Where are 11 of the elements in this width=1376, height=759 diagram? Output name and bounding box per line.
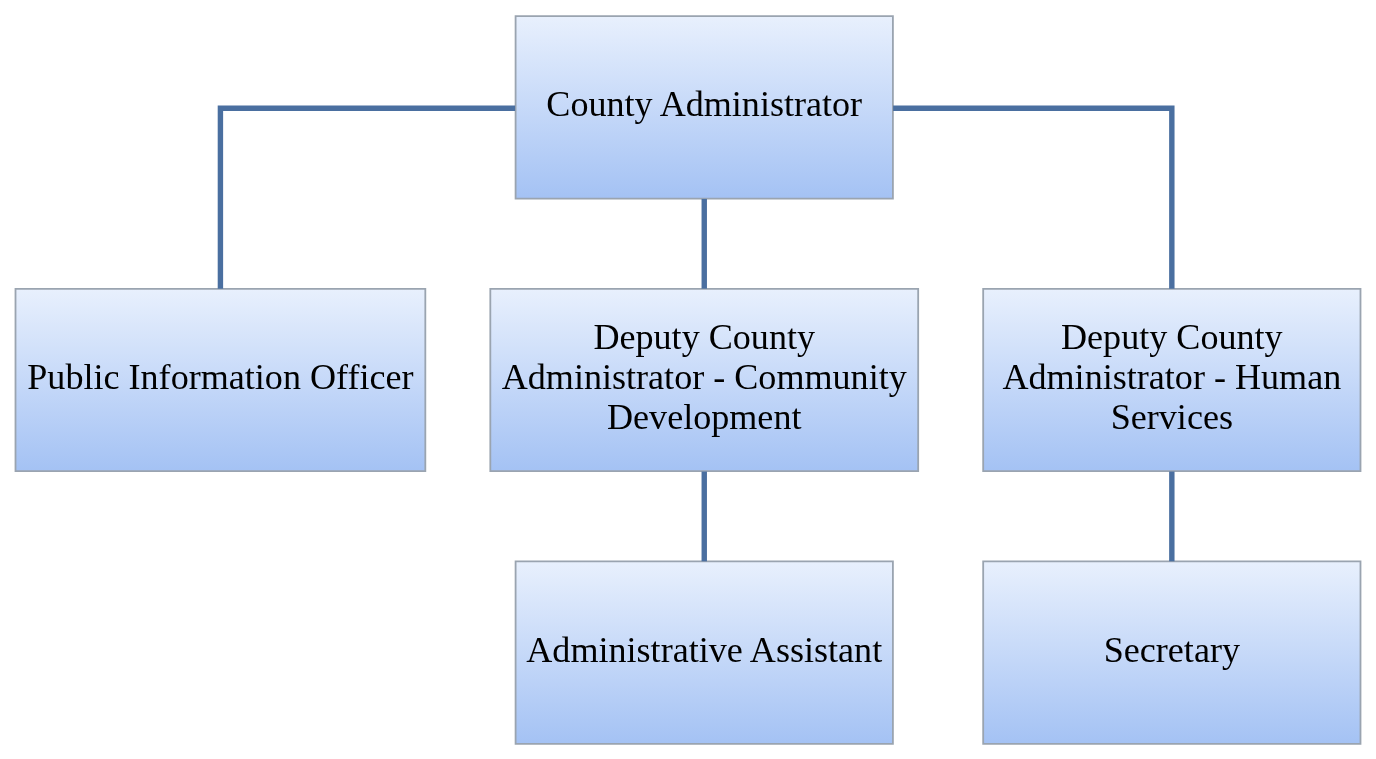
node-box: Deputy County Administrator - Human Services — [982, 287, 1362, 472]
connector — [893, 105, 1175, 289]
connector — [217, 105, 516, 289]
node-box: Secretary — [982, 560, 1362, 745]
connector — [701, 198, 707, 289]
connector — [701, 471, 707, 561]
connector — [1169, 471, 1175, 561]
node-box: Deputy County Administrator - Community Development — [489, 287, 920, 472]
node-box: Public Information Officer — [14, 287, 427, 472]
node-box: County Administrator — [514, 14, 894, 199]
node-box: Administrative Assistant — [514, 560, 894, 745]
